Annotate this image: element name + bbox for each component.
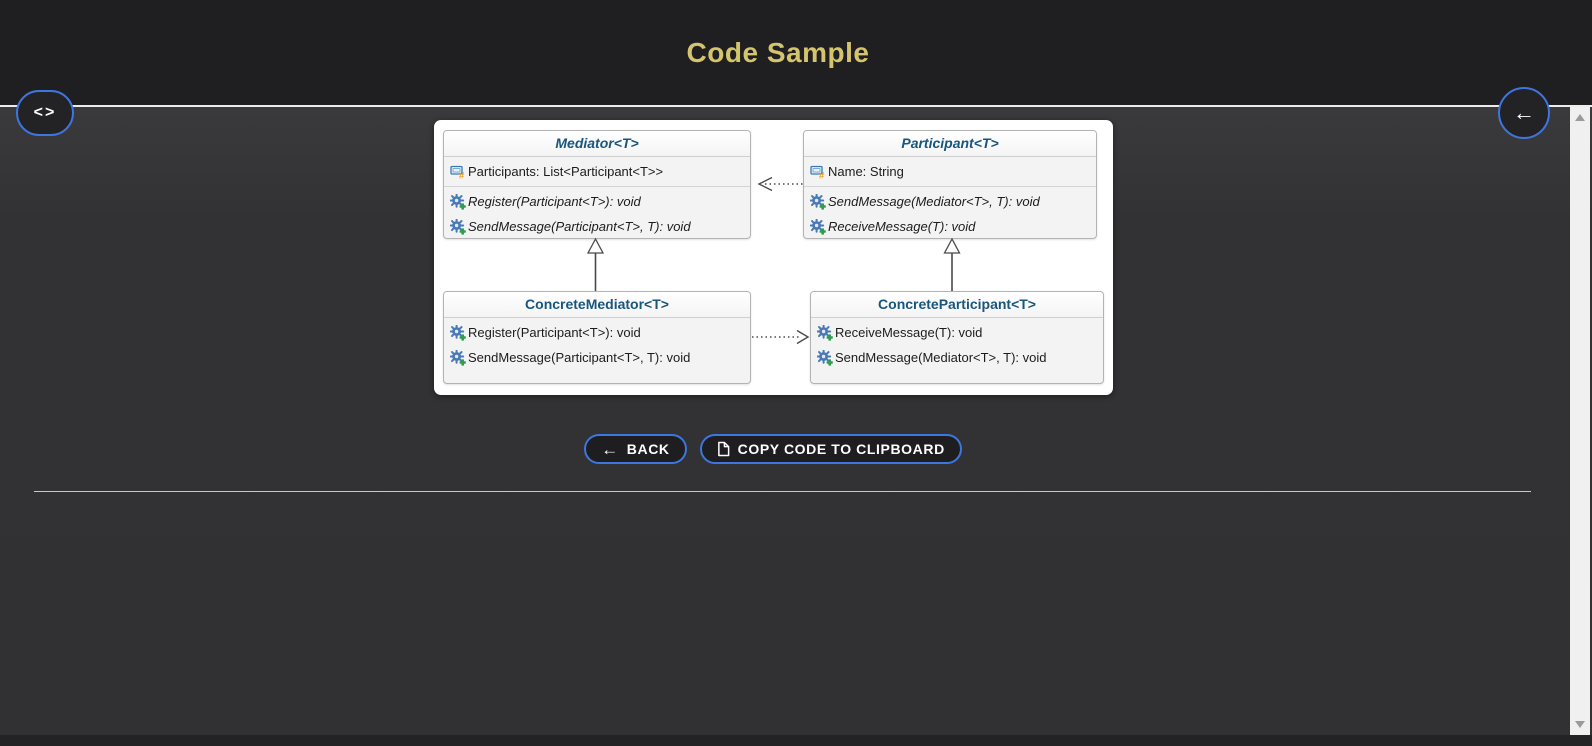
uml-class-concrete-mediator: ConcreteMediator<T>Register(Participant<…	[443, 291, 751, 384]
member-text: Participants: List<Participant<T>>	[468, 164, 664, 179]
back-button[interactable]: ← BACK	[584, 434, 687, 464]
back-circle-button[interactable]: ←	[1498, 87, 1550, 139]
method-row: Register(Participant<T>): void	[444, 189, 750, 214]
dependency-arrow-participant-to-mediator	[757, 176, 803, 192]
member-text: ReceiveMessage(T): void	[835, 325, 983, 340]
class-title: Participant<T>	[804, 131, 1096, 157]
uml-diagram-panel: Mediator<T>#Participants: List<Participa…	[434, 120, 1113, 395]
method-public-icon	[449, 218, 466, 235]
svg-text:#: #	[819, 170, 825, 179]
method-row: SendMessage(Participant<T>, T): void	[444, 214, 750, 238]
method-row: SendMessage(Participant<T>, T): void	[444, 345, 750, 370]
method-row: Register(Participant<T>): void	[444, 320, 750, 345]
member-text: SendMessage(Mediator<T>, T): void	[835, 350, 1047, 365]
member-text: SendMessage(Mediator<T>, T): void	[828, 194, 1040, 209]
member-text: Register(Participant<T>): void	[468, 325, 641, 340]
member-text: ReceiveMessage(T): void	[828, 219, 976, 234]
fields-compartment: #Participants: List<Participant<T>>	[444, 157, 750, 186]
svg-text:#: #	[459, 170, 465, 179]
method-row: ReceiveMessage(T): void	[804, 214, 1096, 238]
class-title: ConcreteMediator<T>	[444, 292, 750, 318]
generalization-arrow-concrete-participant	[943, 237, 961, 291]
member-text: SendMessage(Participant<T>, T): void	[468, 219, 691, 234]
method-public-icon	[449, 349, 466, 366]
uml-class-mediator: Mediator<T>#Participants: List<Participa…	[443, 130, 751, 239]
class-title: ConcreteParticipant<T>	[811, 292, 1103, 318]
field-row: #Participants: List<Participant<T>>	[444, 159, 750, 184]
method-row: ReceiveMessage(T): void	[811, 320, 1103, 345]
member-text: Register(Participant<T>): void	[468, 194, 641, 209]
class-title: Mediator<T>	[444, 131, 750, 157]
code-brackets-icon: <>	[33, 104, 57, 121]
member-text: SendMessage(Participant<T>, T): void	[468, 350, 691, 365]
method-row: SendMessage(Mediator<T>, T): void	[811, 345, 1103, 370]
clipboard-document-icon	[717, 441, 730, 457]
bottom-edge-strip	[0, 735, 1592, 746]
vertical-scrollbar[interactable]	[1570, 107, 1590, 735]
horizontal-divider	[34, 491, 1531, 492]
method-row: SendMessage(Mediator<T>, T): void	[804, 189, 1096, 214]
back-arrow-icon: ←	[1513, 100, 1535, 125]
method-public-icon	[809, 193, 826, 210]
field-row: #Name: String	[804, 159, 1096, 184]
method-public-icon	[809, 218, 826, 235]
dependency-arrow-concrete-mediator-to-participant	[752, 329, 810, 345]
generalization-arrow-concrete-mediator	[586, 237, 605, 291]
scrollbar-down-arrow-icon[interactable]	[1575, 721, 1585, 728]
page-title: Code Sample	[686, 36, 870, 68]
back-button-label: BACK	[626, 441, 670, 457]
copy-code-button[interactable]: COPY CODE TO CLIPBOARD	[699, 434, 962, 464]
fields-compartment: #Name: String	[804, 157, 1096, 186]
scrollbar-up-arrow-icon[interactable]	[1575, 114, 1585, 121]
code-toggle-button[interactable]: <>	[16, 90, 74, 136]
uml-class-concrete-participant: ConcreteParticipant<T>ReceiveMessage(T):…	[810, 291, 1104, 384]
field-protected-icon: #	[809, 165, 826, 179]
method-public-icon	[449, 193, 466, 210]
method-public-icon	[449, 324, 466, 341]
method-public-icon	[816, 324, 833, 341]
action-button-row: ← BACK COPY CODE TO CLIPBOARD	[0, 434, 1546, 464]
field-protected-icon: #	[449, 165, 466, 179]
method-public-icon	[816, 349, 833, 366]
member-text: Name: String	[828, 164, 904, 179]
copy-code-button-label: COPY CODE TO CLIPBOARD	[737, 441, 945, 457]
back-arrow-icon: ←	[601, 439, 619, 459]
page-header: Code Sample	[0, 0, 1592, 107]
